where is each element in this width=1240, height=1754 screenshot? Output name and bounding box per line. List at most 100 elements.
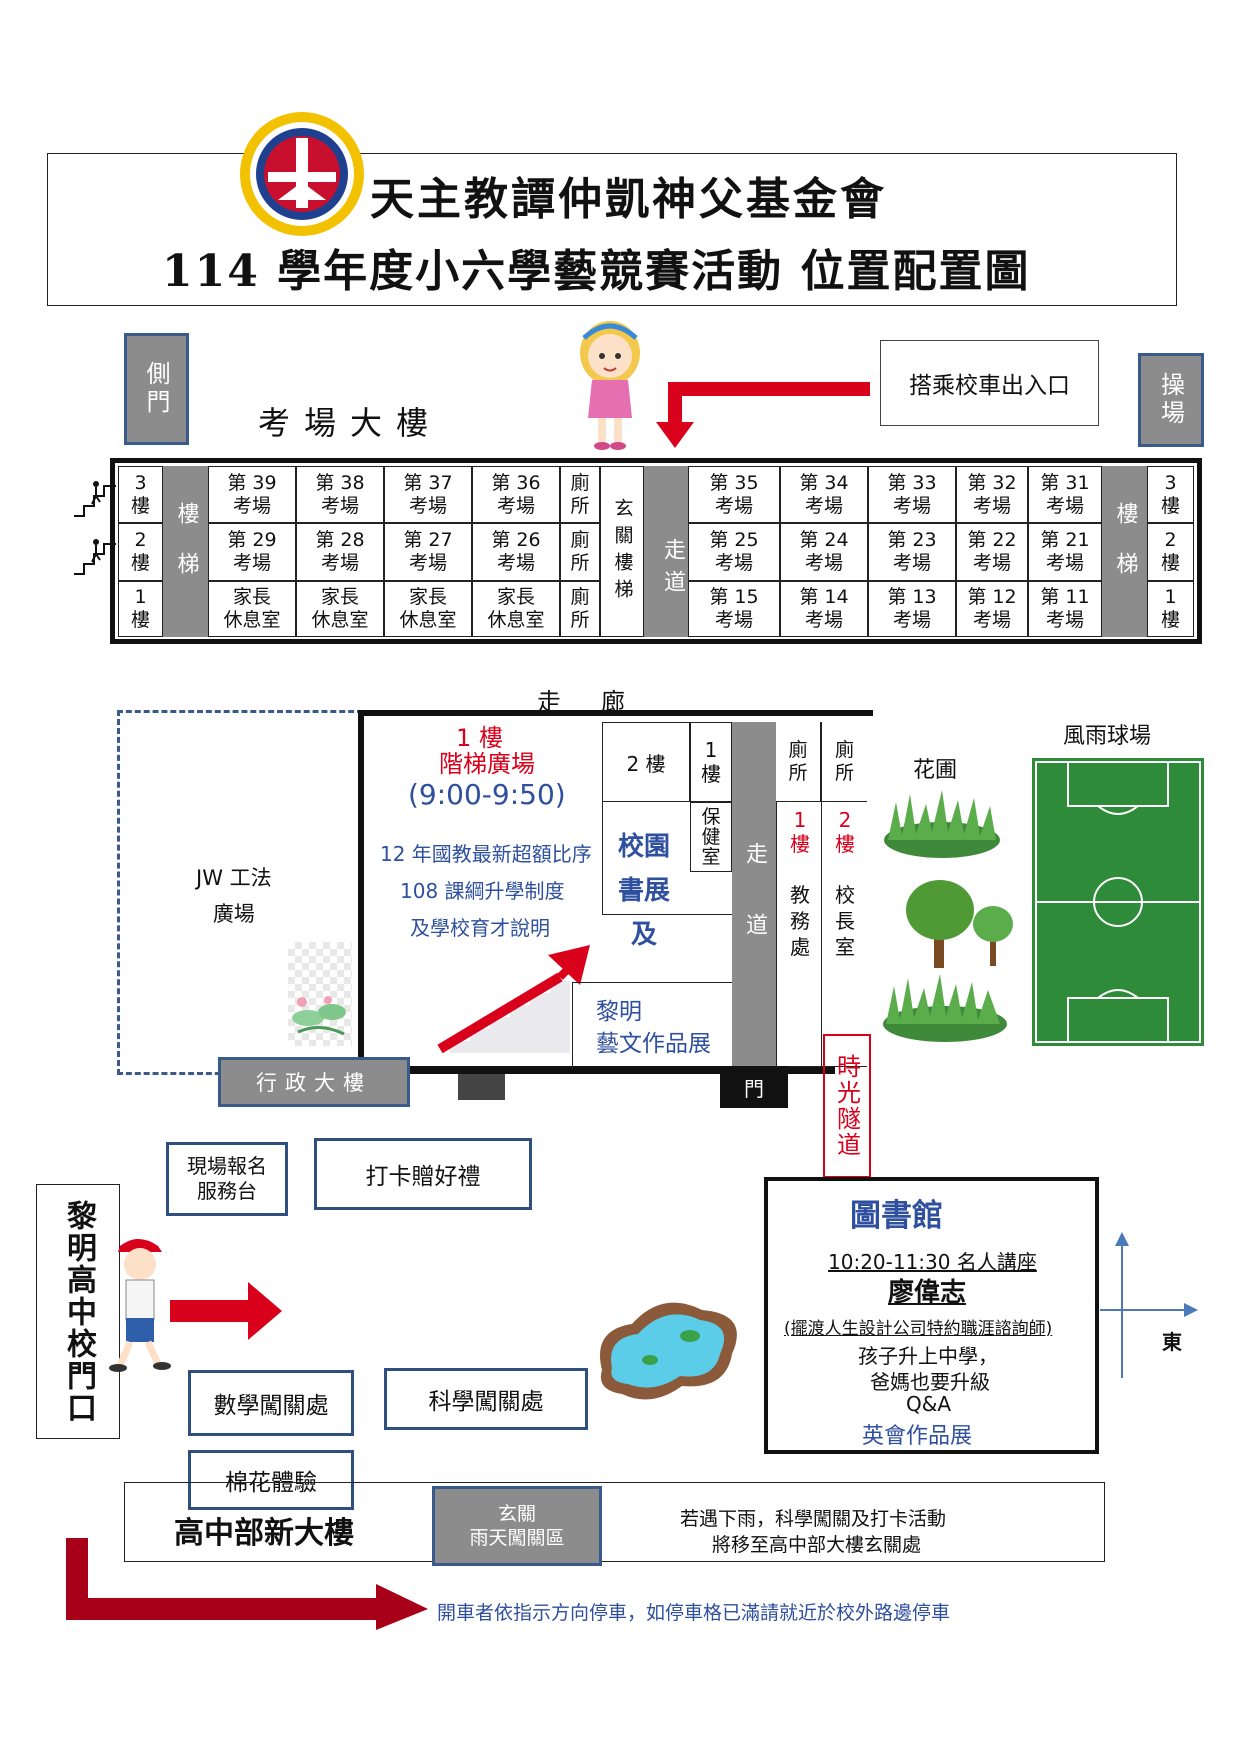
left-stairs: 樓梯 bbox=[163, 466, 208, 637]
room-36: 第 36 考場 bbox=[472, 466, 560, 523]
room-31: 第 31 考場 bbox=[1028, 466, 1102, 523]
admin-building: 行政大樓 bbox=[218, 1057, 410, 1107]
room-34: 第 34 考場 bbox=[780, 466, 868, 523]
header-title: 114 學年度小六學藝競賽活動 位置配置圖 bbox=[162, 246, 1031, 297]
exam-building bbox=[110, 458, 1202, 644]
room-35: 第 35 考場 bbox=[688, 466, 780, 523]
science-station: 科學闖關處 bbox=[384, 1368, 588, 1430]
gate-label: 門 bbox=[744, 1076, 764, 1101]
side-door-block bbox=[458, 1074, 505, 1100]
hs-building bbox=[124, 1482, 1105, 1562]
parent-room-4: 家長 休息室 bbox=[472, 581, 560, 637]
admin-building-label: 行政大樓 bbox=[256, 1071, 372, 1095]
lecture-topic-2: 爸媽也要升級 bbox=[870, 1370, 990, 1394]
garden-grass-bottom bbox=[880, 968, 1010, 1043]
east-label: 東 bbox=[1162, 1330, 1182, 1354]
stair-icon-lower bbox=[72, 536, 117, 576]
talk-line-1: 12 年國教最新超額比序 bbox=[380, 842, 592, 866]
court-label: 風雨球場 bbox=[1063, 724, 1152, 749]
pond-icon bbox=[582, 1290, 752, 1410]
health-room-label: 保 健 室 bbox=[701, 806, 721, 868]
right-stairs: 樓梯 bbox=[1102, 466, 1147, 637]
side-gate: 側門 bbox=[124, 333, 189, 445]
floor-1-label: 1 樓 bbox=[701, 738, 721, 786]
health-room: 保 健 室 bbox=[690, 802, 732, 872]
toilet-b: 廁 所 bbox=[821, 722, 867, 802]
math-station: 數學闖關處 bbox=[188, 1370, 354, 1436]
lecture-time: 10:20-11:30 名人講座 bbox=[828, 1250, 1037, 1274]
exam-building-label: 考場大樓 bbox=[258, 404, 443, 442]
english-exhibit: 英會作品展 bbox=[862, 1424, 973, 1449]
library-title: 圖書館 bbox=[850, 1198, 943, 1234]
bus-arrow bbox=[650, 376, 870, 452]
room-14: 第 14 考場 bbox=[780, 581, 868, 637]
parking-note: 開車者依指示方向停車，如停車格已滿請就近於校外路邊停車 bbox=[437, 1602, 951, 1624]
checkin-gift: 打卡贈好禮 bbox=[314, 1138, 532, 1210]
qa-label: Q&A bbox=[906, 1392, 952, 1416]
talk-line-2: 108 課綱升學制度 bbox=[400, 879, 565, 903]
garden-grass-top bbox=[882, 784, 1002, 859]
stair-plaza-building bbox=[358, 710, 873, 1073]
room-32: 第 32 考場 bbox=[956, 466, 1028, 523]
speaker-title: (擺渡人生設計公司特約職涯諮詢師) bbox=[784, 1319, 1053, 1339]
soccer-field bbox=[1032, 758, 1204, 1046]
rain-note-2: 將移至高中部大樓玄關處 bbox=[712, 1534, 922, 1556]
right-floor-2: 2 樓 bbox=[1147, 523, 1194, 581]
stair-plaza-floor: 1 樓 bbox=[456, 724, 503, 752]
parking-arrow bbox=[64, 1538, 428, 1630]
room-12: 第 12 考場 bbox=[956, 581, 1028, 637]
school-gate-label: 黎明高中校門口 bbox=[61, 1199, 96, 1424]
room-26: 第 26 考場 bbox=[472, 523, 560, 581]
parent-room-3: 家長 休息室 bbox=[384, 581, 472, 637]
room-11: 第 11 考場 bbox=[1028, 581, 1102, 637]
bottom-wall bbox=[358, 1066, 835, 1074]
room-37: 第 37 考場 bbox=[384, 466, 472, 523]
stairs-illustration bbox=[430, 945, 600, 1055]
art-exhibit-box bbox=[572, 982, 732, 1070]
registration-desk: 現場報名 服務台 bbox=[166, 1142, 288, 1216]
school-logo bbox=[238, 110, 366, 238]
garden-label: 花圃 bbox=[913, 758, 958, 783]
lobby-rain-label: 玄關 雨天闖關區 bbox=[469, 1503, 565, 1549]
lobby-rain-zone: 玄關 雨天闖關區 bbox=[432, 1486, 602, 1566]
exam-corridor: 走道 bbox=[644, 466, 688, 637]
jw-plaza: JW 工法 廣場 bbox=[196, 866, 272, 926]
floor-2-label: 2 樓 bbox=[626, 751, 666, 776]
art-exhibit: 黎明 藝文作品展 bbox=[596, 999, 711, 1057]
cotton-station: 棉花體驗 bbox=[188, 1450, 354, 1510]
toilet-3f: 廁 所 bbox=[560, 466, 600, 523]
room-24: 第 24 考場 bbox=[780, 523, 868, 581]
room-15: 第 15 考場 bbox=[688, 581, 780, 637]
stair-icon-upper bbox=[72, 478, 117, 518]
room-29: 第 29 考場 bbox=[208, 523, 296, 581]
girl-figure bbox=[570, 318, 650, 453]
room-27: 第 27 考場 bbox=[384, 523, 472, 581]
walkway: 走 道 bbox=[732, 722, 776, 1067]
tree-icon bbox=[896, 872, 1016, 972]
header-org: 天主教譚仲凱神父基金會 bbox=[370, 174, 887, 225]
room-21: 第 21 考場 bbox=[1028, 523, 1102, 581]
book-fair-area bbox=[602, 802, 732, 915]
library bbox=[764, 1177, 1099, 1454]
principal-office: 校 長 室 bbox=[835, 883, 855, 959]
stair-plaza-name: 階梯廣場 bbox=[439, 750, 535, 778]
compass-icon bbox=[1098, 1232, 1198, 1382]
gate-block: 門 bbox=[720, 1066, 788, 1108]
room-38: 第 38 考場 bbox=[296, 466, 384, 523]
book-fair: 校園 書展 及 bbox=[618, 832, 671, 950]
hs-building-label: 高中部新大樓 bbox=[174, 1516, 354, 1551]
room-39: 第 39 考場 bbox=[208, 466, 296, 523]
academic-office-floor: 1 樓 bbox=[790, 808, 810, 856]
lobby-stairs: 玄關樓梯 bbox=[600, 466, 644, 637]
left-floor-1: 1 樓 bbox=[118, 581, 163, 637]
wing-divider bbox=[821, 802, 822, 1067]
left-floor-2: 2 樓 bbox=[118, 523, 163, 581]
toilet-1f: 廁 所 bbox=[560, 581, 600, 637]
room-2f-box: 2 樓 bbox=[602, 722, 690, 802]
bus-entrance: 搭乘校車出入口 bbox=[880, 340, 1099, 426]
talk-line-3: 及學校育才說明 bbox=[410, 916, 550, 940]
academic-office: 教 務 處 bbox=[790, 883, 810, 959]
parent-room-2: 家長 休息室 bbox=[296, 581, 384, 637]
parent-room-1: 家長 休息室 bbox=[208, 581, 296, 637]
room-13: 第 13 考場 bbox=[868, 581, 956, 637]
